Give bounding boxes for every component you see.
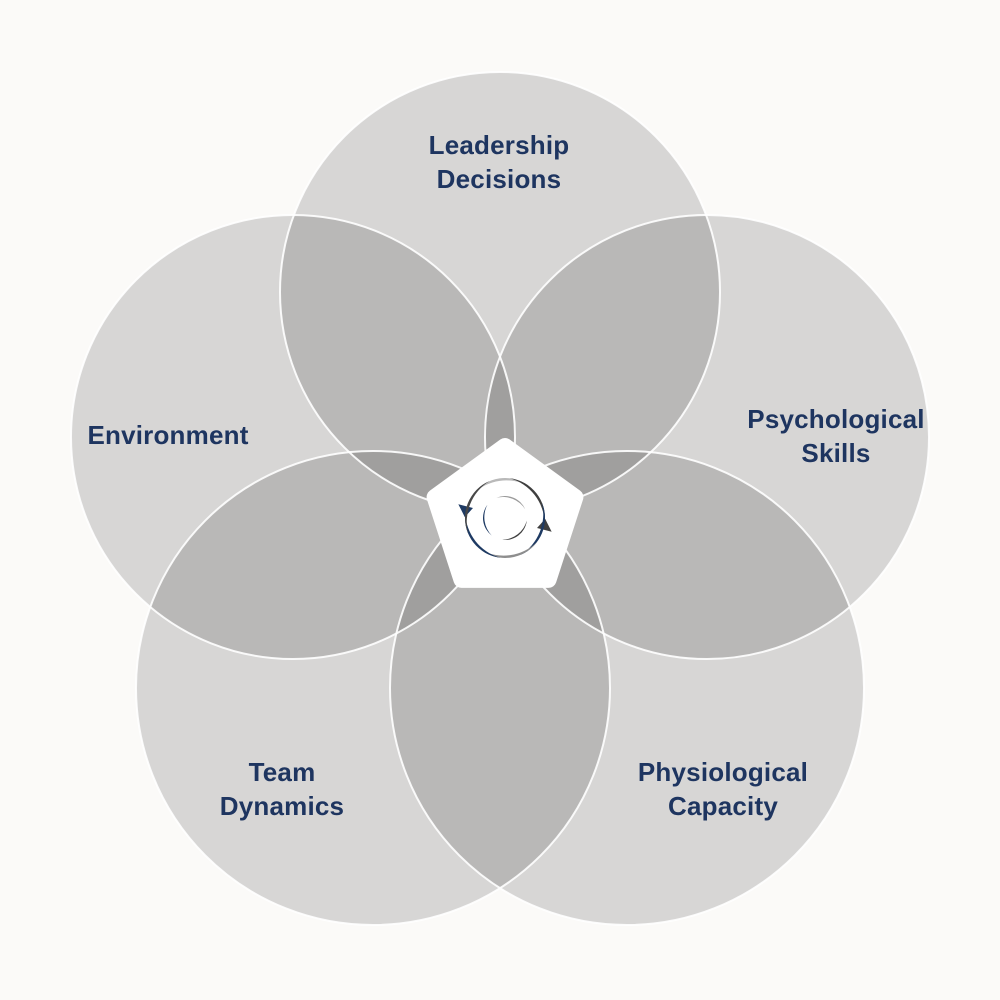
circle-leadership-decisions — [280, 72, 720, 512]
venn-circle-edges — [70, 71, 930, 926]
swirl-eye — [500, 513, 510, 523]
set-label-team-dynamics: Team Dynamics — [219, 757, 345, 821]
swirl-vortex-icon — [458, 478, 552, 558]
set-label-leadership-decisions: Leadership Decisions — [428, 130, 570, 194]
center-pentagon — [426, 438, 584, 588]
set-label-psychological-skills: Psychological Skills — [747, 404, 925, 468]
set-label-physiological-capacity: Physiological Capacity — [637, 757, 809, 821]
set-label-environment: Environment — [87, 420, 249, 450]
